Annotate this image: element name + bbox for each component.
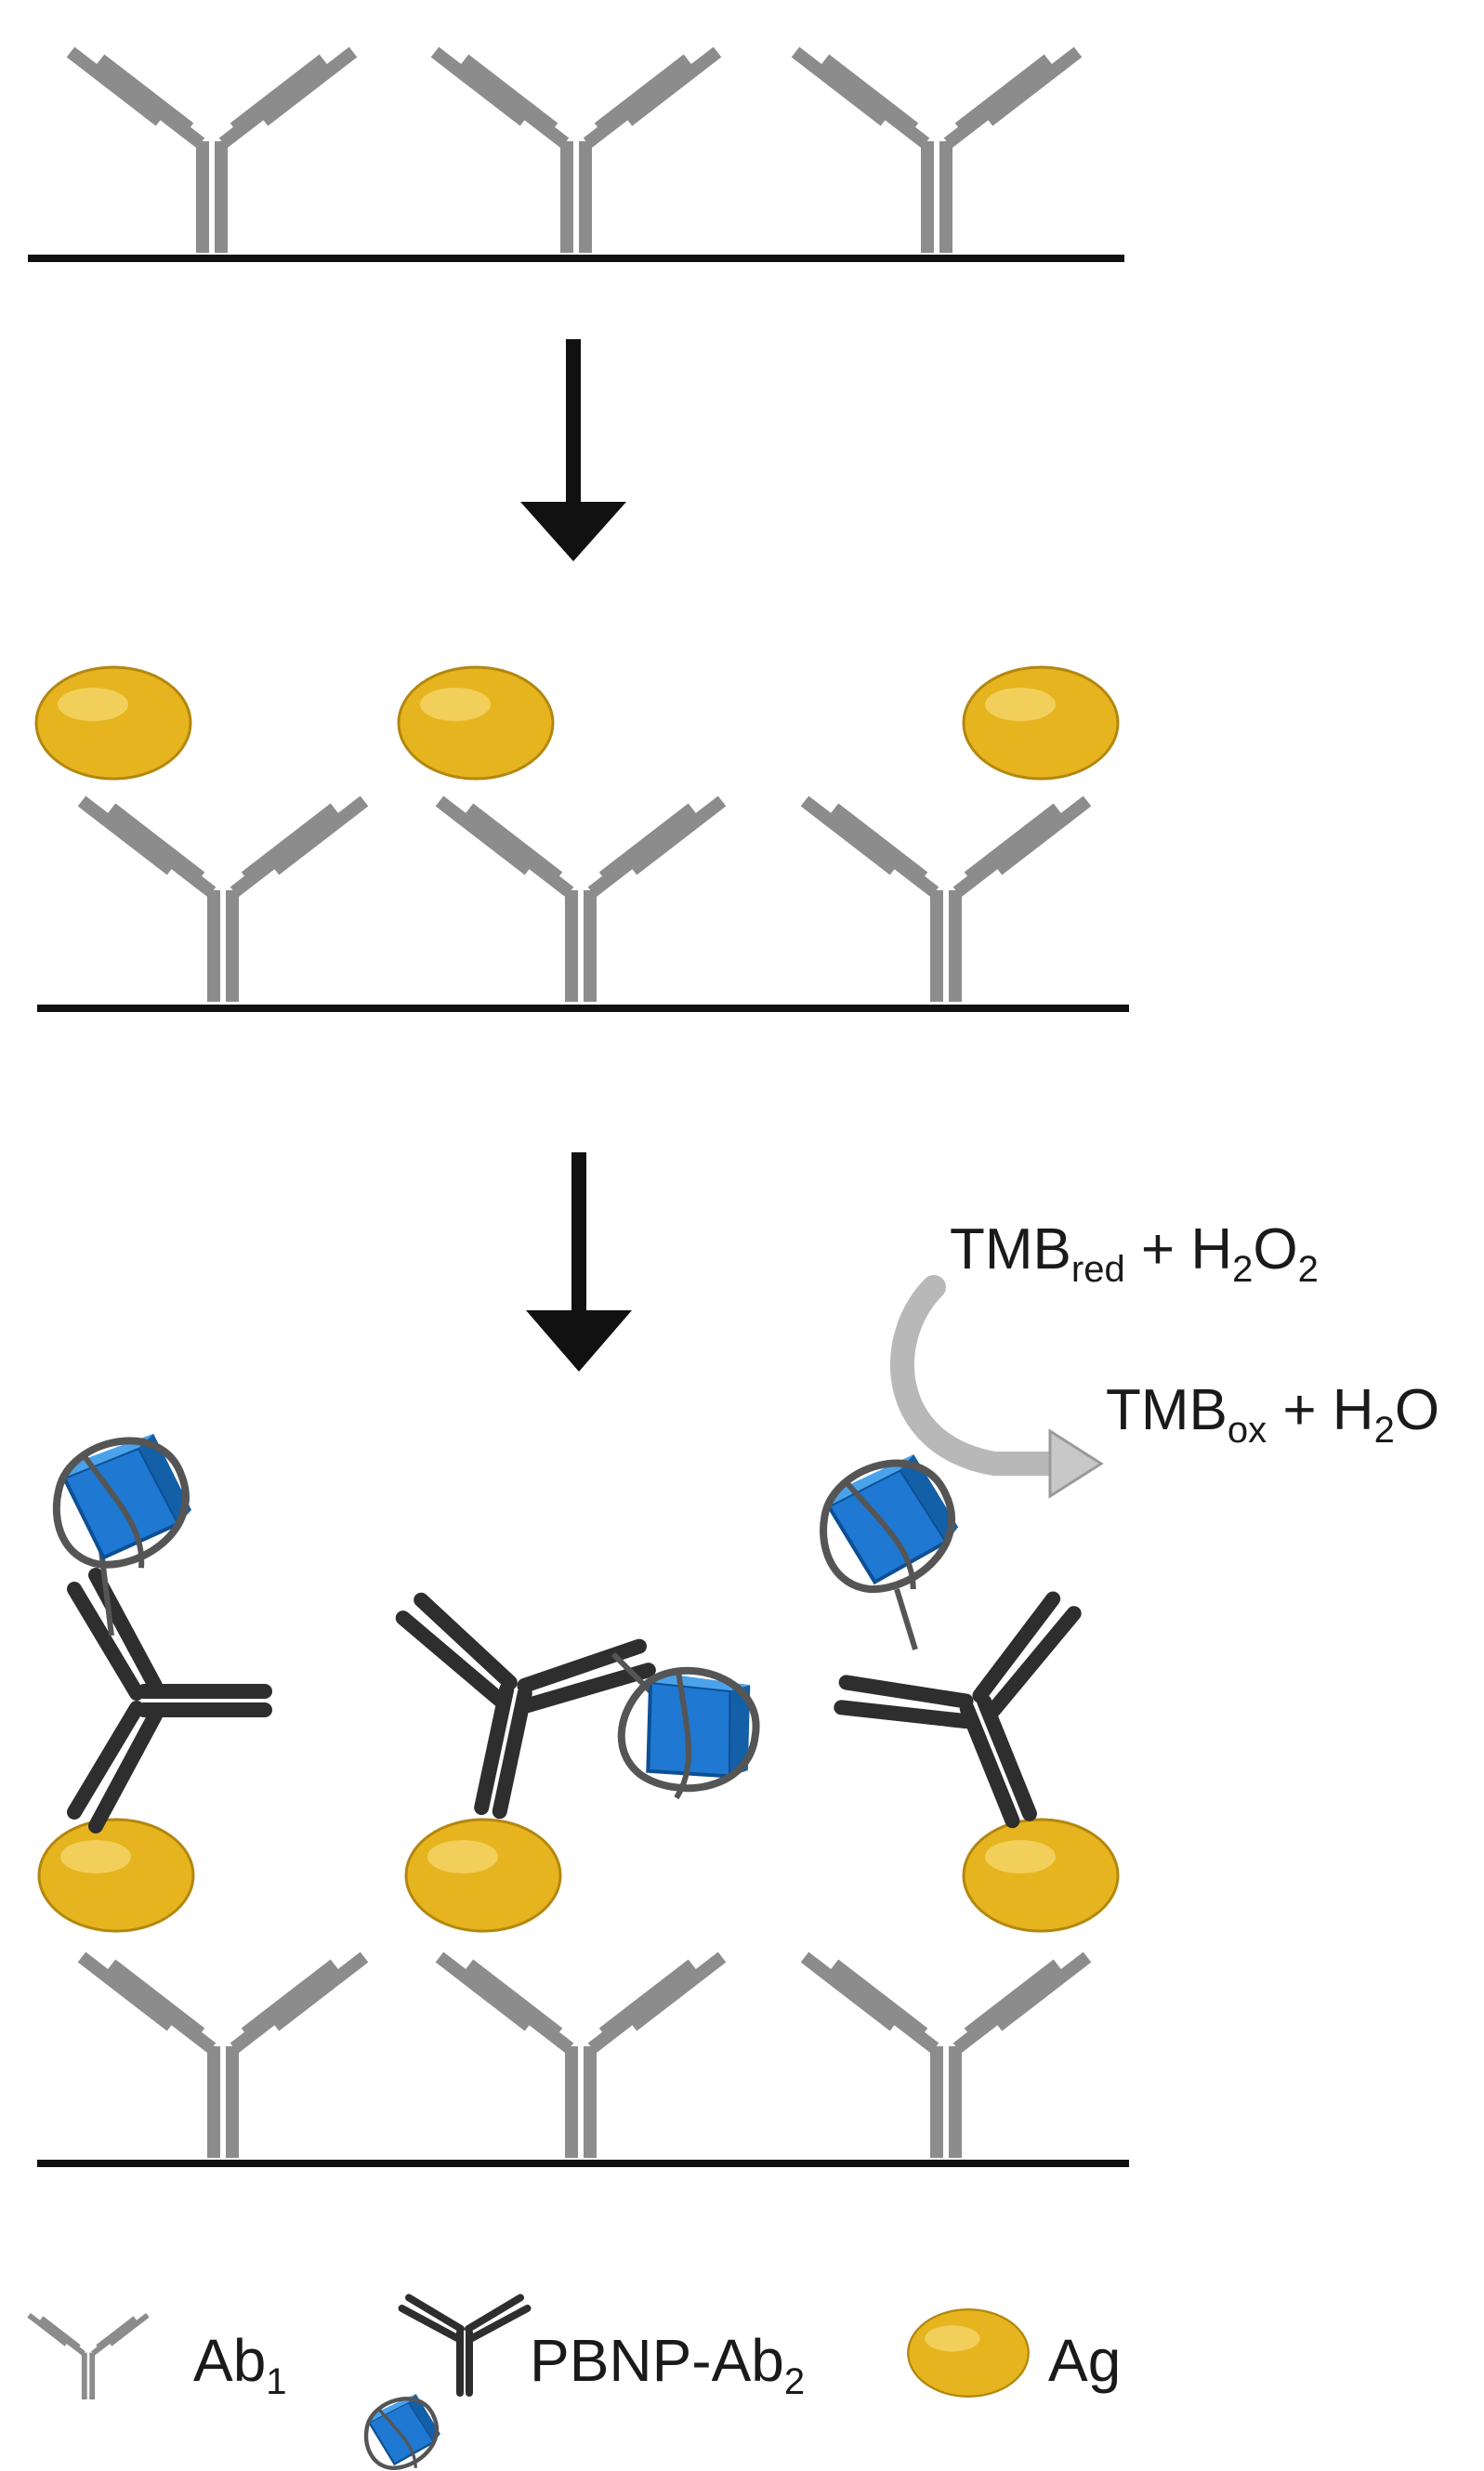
catalysis-curved-arrow — [890, 1275, 1104, 1499]
ab1-antibody — [435, 52, 717, 253]
ab1-antibody — [440, 1957, 722, 2158]
legend-pbnp-ab2-icon — [358, 2298, 528, 2471]
ab1-antibody — [71, 52, 353, 253]
pbnp-ab2-conjugate — [368, 1597, 773, 1836]
ab1-antibody — [82, 801, 364, 1002]
antigen — [397, 665, 555, 781]
panel-2-antigen-binding — [34, 665, 1129, 1012]
legend-pbnp-ab2-label: PBNP-Ab2 — [530, 2327, 805, 2402]
legend-ab1-icon — [29, 2315, 148, 2399]
ab1-antibody — [795, 52, 1078, 253]
panel-3-sandwich-detection: TMBred + H2O2 TMBox + H2O — [37, 1217, 1439, 2167]
pbnp-ab2-conjugate — [46, 1429, 265, 1826]
legend-ab1-label: Ab1 — [193, 2327, 287, 2402]
panel-1-capture-antibodies — [28, 52, 1124, 262]
reaction-products: TMBox + H2O — [1106, 1378, 1439, 1451]
ab1-antibody — [440, 801, 722, 1002]
ab1-antibody — [805, 1957, 1087, 2158]
step-arrow-1 — [520, 339, 626, 561]
antigen — [962, 665, 1120, 781]
ab1-antibody — [82, 1957, 364, 2158]
antigen — [37, 1818, 195, 1933]
antigen — [404, 1818, 562, 1933]
ab1-antibody — [805, 801, 1087, 1002]
legend-antigen-icon — [907, 2308, 1030, 2398]
pbnp-ab2-conjugate — [808, 1448, 1136, 1864]
antigen — [962, 1818, 1120, 1933]
antigen — [34, 665, 192, 781]
reaction-reactants: TMBred + H2O2 — [950, 1217, 1319, 1290]
step-arrow-2 — [526, 1152, 632, 1372]
legend: Ab1 PBNP-Ab2 Ag — [29, 2298, 1121, 2471]
legend-ag-label: Ag — [1048, 2327, 1121, 2394]
